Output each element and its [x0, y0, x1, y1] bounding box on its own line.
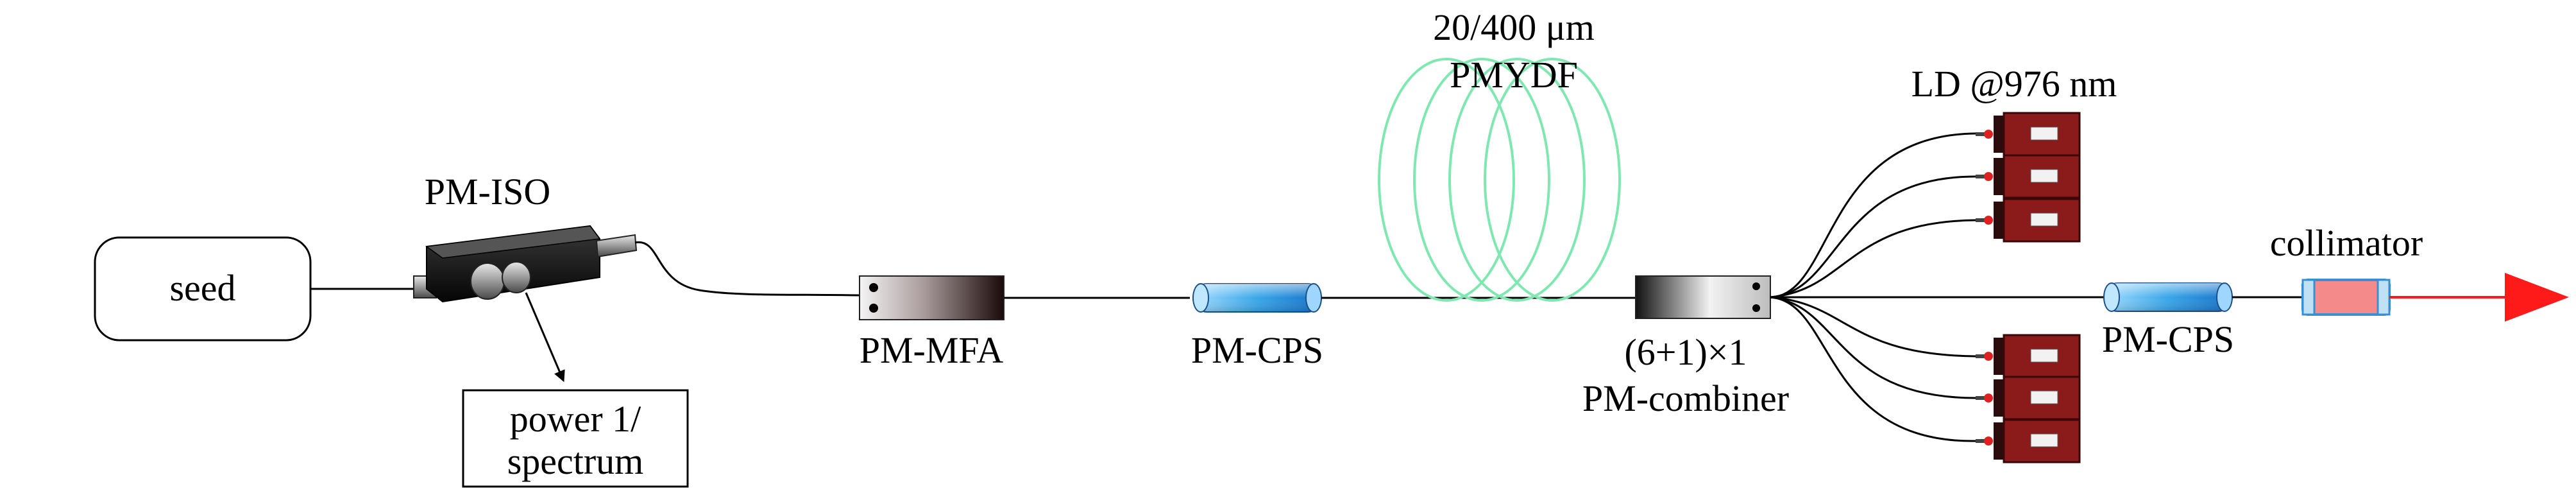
pm-cps-2-label: PM-CPS — [2102, 318, 2234, 360]
ld-module — [1976, 419, 2081, 463]
ld-module — [1976, 198, 2081, 243]
fiber-iso-to-mfa — [634, 241, 860, 297]
seed-label: seed — [169, 267, 235, 309]
ld-module — [1976, 334, 2081, 379]
ld-label: LD @976 nm — [1911, 63, 2117, 105]
pm-cps-1-label: PM-CPS — [1191, 329, 1323, 371]
ld-module — [1976, 376, 2081, 420]
combiner-label-line1: (6+1)×1 — [1624, 331, 1747, 373]
pm-iso-device — [413, 225, 638, 303]
tap-arrow — [525, 292, 565, 383]
pmydf-coil — [1378, 58, 1621, 302]
power-spectrum-box: power 1/ spectrum — [462, 389, 689, 488]
pm-iso-label: PM-ISO — [425, 171, 551, 212]
power-label-line1: power 1/ — [510, 398, 641, 440]
fiber-label-line2: PMYDF — [1450, 54, 1578, 96]
pump-fibers — [1770, 132, 1976, 442]
ld-module — [1976, 154, 2081, 199]
output-beam-arrow — [2389, 273, 2569, 322]
collimator-label: collimator — [2270, 222, 2423, 264]
pm-combiner-device — [1635, 275, 1771, 319]
fiber-label-line1: 20/400 μm — [1433, 6, 1595, 48]
pm-mfa-label: PM-MFA — [860, 329, 1004, 371]
combiner-label-line2: PM-combiner — [1582, 377, 1789, 419]
pm-cps-2-device — [2103, 282, 2233, 312]
pm-mfa-device — [859, 275, 1004, 320]
pm-cps-1-device — [1192, 283, 1322, 313]
seed-box: seed — [94, 236, 312, 342]
power-label-line2: spectrum — [507, 440, 644, 482]
ld-module — [1976, 112, 2081, 157]
collimator-device — [2301, 279, 2391, 316]
